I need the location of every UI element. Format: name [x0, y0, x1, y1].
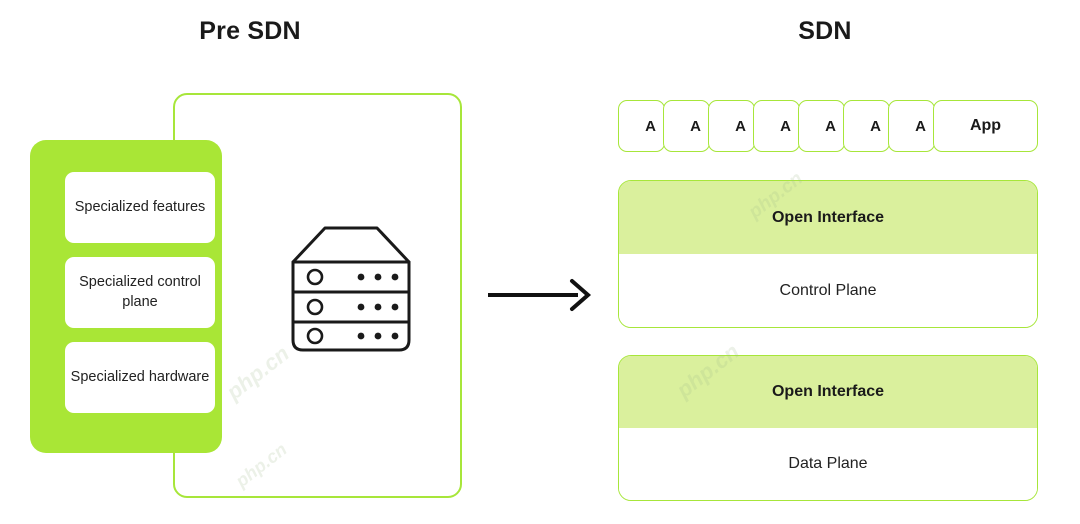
open-interface-band-data: Open Interface [619, 356, 1037, 428]
app-box[interactable]: A [663, 100, 710, 152]
app-box[interactable]: A [753, 100, 800, 152]
page-title-pre-sdn: Pre SDN [199, 17, 301, 45]
app-box-app[interactable]: App [933, 100, 1038, 152]
page-title-sdn: SDN [798, 17, 852, 45]
open-interface-band-control: Open Interface [619, 181, 1037, 254]
feature-box-specialized-features: Specialized features [65, 172, 215, 243]
data-plane-label: Data Plane [619, 428, 1037, 500]
application-row: A A A A A A A App [618, 100, 1038, 152]
control-plane-panel: Open Interface Control Plane [618, 180, 1038, 328]
app-box[interactable]: A [843, 100, 890, 152]
feature-box-specialized-hardware: Specialized hardware [65, 342, 215, 413]
app-box[interactable]: A [618, 100, 665, 152]
server-stack-icon [285, 222, 417, 357]
right-arrow-icon [486, 275, 594, 315]
feature-box-specialized-control-plane: Specialized control plane [65, 257, 215, 328]
app-box[interactable]: A [708, 100, 755, 152]
legacy-stack-panel: Specialized features Specialized control… [30, 140, 222, 453]
data-plane-panel: Open Interface Data Plane [618, 355, 1038, 501]
app-box[interactable]: A [888, 100, 935, 152]
app-box[interactable]: A [798, 100, 845, 152]
control-plane-label: Control Plane [619, 254, 1037, 327]
